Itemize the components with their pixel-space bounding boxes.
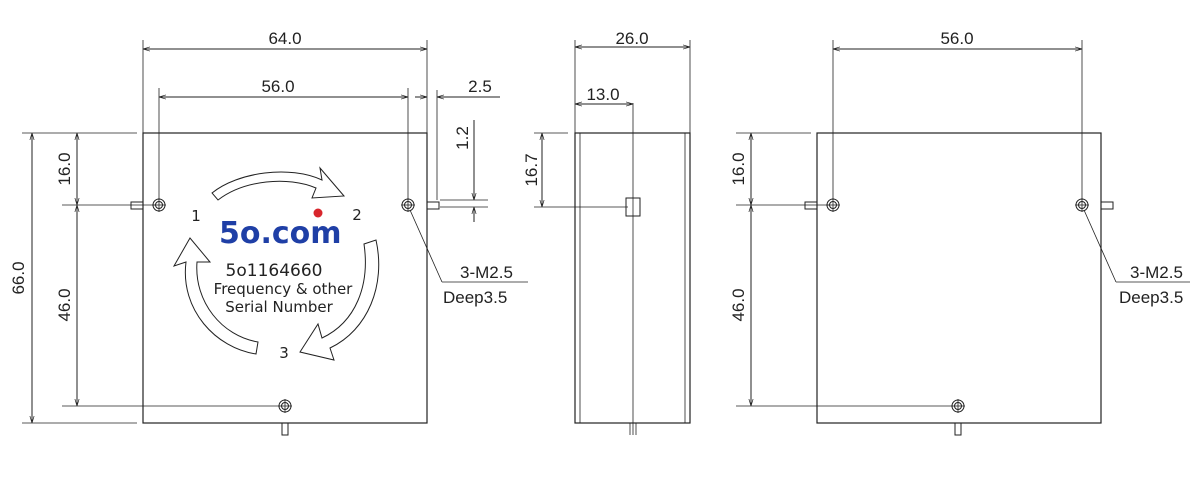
back-view: 56.0 16.0 46.0 3-M2.5 Deep3.5 bbox=[729, 29, 1190, 436]
marking-line-1: Frequency & other bbox=[214, 280, 354, 298]
dim-pin-height: 1.2 bbox=[453, 126, 472, 150]
back-body bbox=[816, 132, 1102, 424]
pin-2 bbox=[426, 201, 440, 210]
back-hole-callout-line-2: Deep3.5 bbox=[1119, 288, 1183, 307]
circulation-arrows bbox=[172, 166, 380, 361]
dim-pin-height-offset: 16.7 bbox=[522, 153, 541, 186]
port-label-1: 1 bbox=[191, 207, 201, 225]
logo-dot bbox=[313, 208, 323, 218]
mount-hole-2 bbox=[401, 198, 415, 212]
back-pin-2 bbox=[1100, 201, 1114, 210]
dim-overall-width: 64.0 bbox=[268, 29, 301, 48]
back-pin-1 bbox=[804, 201, 818, 210]
marking-line-2: Serial Number bbox=[225, 298, 333, 316]
back-mount-hole-2 bbox=[1075, 198, 1089, 212]
dim-overall-height: 66.0 bbox=[9, 261, 28, 294]
part-number: 5o1164660 bbox=[226, 261, 323, 281]
back-mount-hole-1 bbox=[826, 198, 840, 212]
back-hole-callout-line-1: 3-M2.5 bbox=[1130, 263, 1183, 282]
mount-hole-3 bbox=[278, 399, 292, 413]
brand-logo: 5o.com bbox=[219, 208, 342, 251]
dim-hole-spacing-width: 56.0 bbox=[261, 77, 294, 96]
arrow-3-to-1 bbox=[172, 237, 259, 355]
back-pin-3 bbox=[954, 422, 962, 436]
dim-back-top-offset: 16.0 bbox=[729, 152, 748, 185]
side-view: 26.0 13.0 16.7 bbox=[522, 29, 691, 435]
dim-pin-offset: 2.5 bbox=[468, 77, 492, 96]
dim-overall-depth: 26.0 bbox=[615, 29, 648, 48]
mount-hole-1 bbox=[152, 198, 166, 212]
dim-half-depth: 13.0 bbox=[586, 85, 619, 104]
hole-callout-line-2: Deep3.5 bbox=[443, 288, 507, 307]
port-label-2: 2 bbox=[352, 206, 362, 224]
svg-text:5o.com: 5o.com bbox=[219, 216, 342, 251]
pin-1 bbox=[130, 201, 144, 210]
dim-back-hole-spacing-width: 56.0 bbox=[940, 29, 973, 48]
pin-3 bbox=[281, 422, 289, 436]
port-label-3: 3 bbox=[279, 344, 289, 362]
hole-callout-line-1: 3-M2.5 bbox=[460, 263, 513, 282]
side-body bbox=[574, 132, 691, 424]
dim-back-hole-spacing-height: 46.0 bbox=[729, 288, 748, 321]
arrow-2-to-3 bbox=[299, 239, 380, 361]
front-view: 64.0 56.0 2.5 1.2 66.0 16.0 46.0 bbox=[9, 29, 528, 436]
dim-top-offset: 16.0 bbox=[55, 152, 74, 185]
back-mount-hole-3 bbox=[951, 399, 965, 413]
dim-hole-spacing-height: 46.0 bbox=[55, 288, 74, 321]
arrow-1-to-2 bbox=[211, 166, 346, 201]
